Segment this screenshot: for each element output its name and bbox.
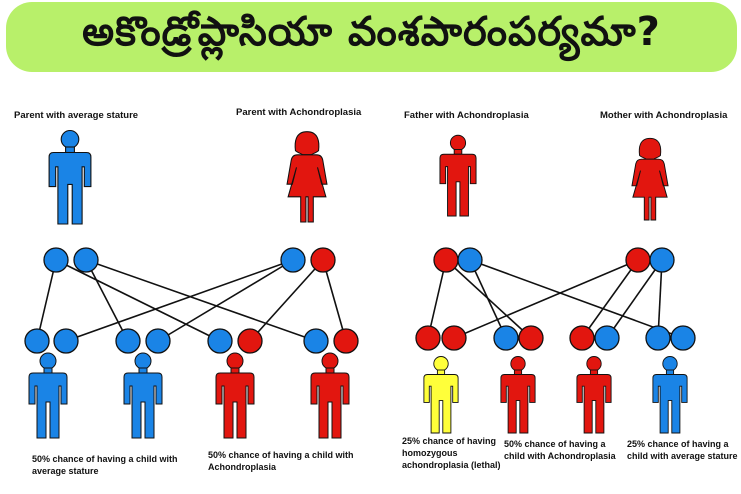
male-figure-icon bbox=[28, 352, 68, 439]
parent-a-allele-2 bbox=[73, 247, 99, 273]
child-allele-7 bbox=[115, 328, 141, 354]
inheritance-line-1 bbox=[36, 259, 57, 342]
child-allele-8 bbox=[145, 328, 171, 354]
inheritance-line-13 bbox=[453, 259, 639, 339]
father-achondroplasia-label: Father with Achondroplasia bbox=[404, 110, 529, 121]
male-figure-icon bbox=[500, 356, 536, 434]
child-allele-6 bbox=[53, 328, 79, 354]
child-allele-5 bbox=[24, 328, 50, 354]
male-figure-icon bbox=[48, 129, 92, 225]
male-figure-icon bbox=[439, 134, 477, 217]
right-caption-achondroplasia: 50% chance of having a child with Achond… bbox=[504, 439, 616, 461]
parent-average-label: Parent with average stature bbox=[14, 110, 139, 121]
page-title: అకొండ్రోప్లాసియా వంశపారంపర్యమా? bbox=[82, 9, 661, 55]
right-caption-average: 25% chance of having a child with averag… bbox=[627, 439, 738, 461]
female-figure-icon bbox=[631, 137, 669, 221]
inheritance-line-3 bbox=[85, 259, 129, 342]
parent-b-allele-2 bbox=[310, 247, 336, 273]
parent-a-allele-1 bbox=[43, 247, 69, 273]
inheritance-line-8 bbox=[322, 259, 347, 342]
male-figure-icon bbox=[310, 352, 350, 439]
inheritance-line-7 bbox=[249, 259, 324, 342]
male-figure-icon bbox=[215, 352, 255, 439]
title-banner: అకొండ్రోప్లాసియా వంశపారంపర్యమా? bbox=[6, 2, 737, 72]
child-allele-9 bbox=[207, 328, 233, 354]
female-figure-icon bbox=[286, 131, 328, 223]
male-figure-icon bbox=[576, 356, 612, 434]
inheritance-line-14 bbox=[581, 259, 639, 339]
child-allele-23 bbox=[645, 325, 671, 351]
child-allele-10 bbox=[237, 328, 263, 354]
inheritance-line-5 bbox=[65, 259, 294, 342]
inheritance-line-11 bbox=[469, 259, 507, 339]
mother-achondroplasia-label: Mother with Achondroplasia bbox=[600, 110, 728, 121]
child-allele-24 bbox=[670, 325, 696, 351]
child-allele-11 bbox=[303, 328, 329, 354]
father-allele-1 bbox=[433, 247, 459, 273]
inheritance-line-2 bbox=[55, 259, 221, 342]
inheritance-line-6 bbox=[157, 259, 294, 342]
inheritance-lines bbox=[36, 259, 684, 342]
male-figure-icon bbox=[652, 356, 688, 434]
parent-achondroplasia-label: Parent with Achondroplasia bbox=[236, 107, 362, 118]
figures bbox=[28, 129, 688, 439]
child-allele-19 bbox=[493, 325, 519, 351]
allele-circles bbox=[24, 247, 696, 354]
mother-allele-2 bbox=[649, 247, 675, 273]
child-allele-21 bbox=[569, 325, 595, 351]
left-caption-average: 50% chance of having a child with averag… bbox=[32, 454, 178, 476]
inheritance-line-15 bbox=[606, 259, 663, 339]
inheritance-line-4 bbox=[85, 259, 317, 342]
left-caption-achondroplasia: 50% chance of having a child with Achond… bbox=[208, 450, 354, 472]
inheritance-line-16 bbox=[657, 259, 663, 339]
male-figure-icon bbox=[123, 352, 163, 439]
child-allele-12 bbox=[333, 328, 359, 354]
right-caption-lethal: 25% chance of having homozygous achondro… bbox=[402, 436, 501, 470]
child-allele-18 bbox=[441, 325, 467, 351]
child-allele-17 bbox=[415, 325, 441, 351]
inheritance-line-9 bbox=[427, 259, 447, 339]
child-allele-22 bbox=[594, 325, 620, 351]
mother-allele-1 bbox=[625, 247, 651, 273]
child-allele-20 bbox=[518, 325, 544, 351]
male-figure-icon bbox=[423, 356, 459, 434]
inheritance-line-12 bbox=[469, 259, 684, 339]
parent-b-allele-1 bbox=[280, 247, 306, 273]
father-allele-2 bbox=[457, 247, 483, 273]
